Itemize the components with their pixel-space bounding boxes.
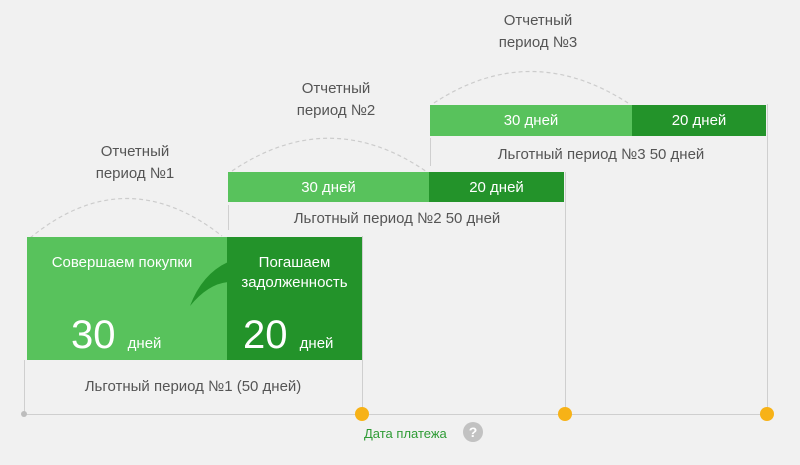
payment-date-label: Дата платежа [364, 426, 447, 441]
buy-days-unit: дней [127, 335, 162, 352]
repay-days: 20 дней [243, 315, 333, 355]
payment-dot-1 [355, 407, 369, 421]
period-1-title-line1: Отчетный [100, 143, 170, 160]
period-2-grace-label: Льготный период №2 50 дней [293, 210, 501, 227]
timeline-axis [24, 414, 768, 415]
help-icon[interactable]: ? [463, 422, 483, 442]
period-1-start-line [24, 360, 25, 414]
period-3-end-line [767, 104, 768, 414]
period-3-title-line1: Отчетный [503, 12, 573, 29]
period-2-buy-bar: 30 дней [228, 172, 429, 202]
period-3-arc [433, 71, 629, 104]
period-2-end-line [565, 172, 566, 414]
buy-days-number: 30 [71, 313, 116, 357]
period-2-title: Отчетный период №2 [266, 78, 406, 122]
repay-days-number: 20 [243, 313, 288, 357]
period-1-buy-block: Совершаем покупки 30 дней [27, 237, 227, 360]
period-1-arc [29, 197, 223, 239]
speech-tail [190, 262, 228, 306]
period-3-grace-label: Льготный период №3 50 дней [497, 146, 705, 163]
period-2-start-line [228, 205, 229, 230]
repay-days-unit: дней [299, 335, 334, 352]
buy-days: 30 дней [71, 315, 161, 355]
timeline-start-dot [21, 411, 27, 417]
period-2-arc [231, 137, 428, 173]
period-2-repay-bar: 20 дней [429, 172, 564, 202]
period-3-start-line [430, 138, 431, 166]
period-1-end-line [362, 236, 363, 414]
buy-caption: Совершаем покупки [51, 254, 193, 271]
payment-dot-3 [760, 407, 774, 421]
period-1-title-line2: период №1 [95, 165, 175, 182]
period-1-title: Отчетный период №1 [65, 141, 205, 185]
period-1-grace-label: Льготный период №1 (50 дней) [84, 378, 302, 395]
period-3-title: Отчетный период №3 [468, 10, 608, 54]
payment-dot-2 [558, 407, 572, 421]
repay-caption: Погашаем задолженность [241, 254, 348, 291]
period-3-repay-bar: 20 дней [632, 105, 766, 136]
period-3-buy-bar: 30 дней [430, 105, 632, 136]
period-2-title-line1: Отчетный [301, 80, 371, 97]
period-3-title-line2: период №3 [498, 34, 578, 51]
period-2-title-line2: период №2 [296, 102, 376, 119]
period-1-repay-block: Погашаем задолженность 20 дней [227, 237, 362, 360]
